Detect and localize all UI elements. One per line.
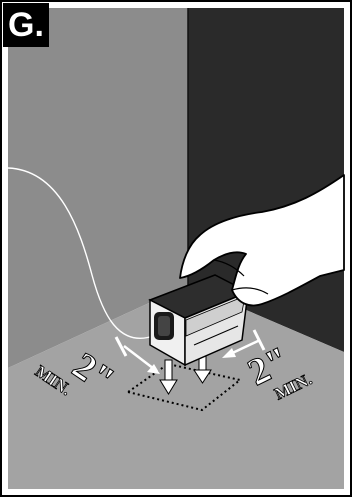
power-cord <box>7 167 157 339</box>
left-wall <box>8 8 188 368</box>
step-label: G. <box>3 3 49 47</box>
wall-device <box>148 274 250 367</box>
footprint-outline <box>125 362 243 412</box>
floor <box>8 285 344 489</box>
hand-finger-lines <box>213 259 269 295</box>
